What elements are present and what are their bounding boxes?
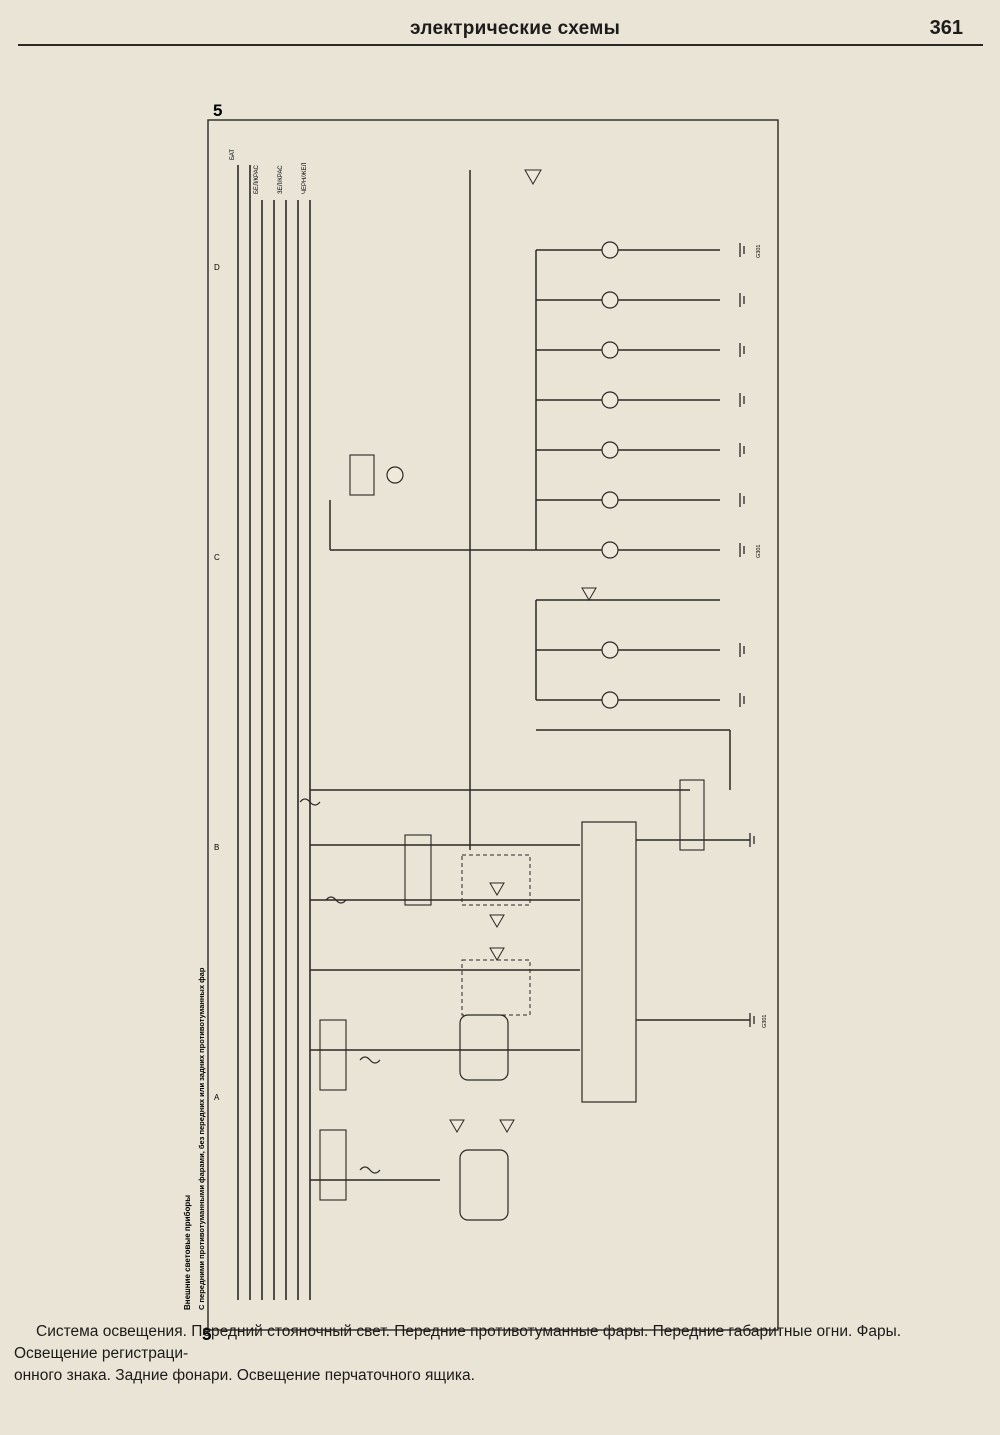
headlight-units [459, 1014, 509, 1221]
zone-label-a: A [214, 1093, 220, 1102]
zone-label-b: B [214, 843, 219, 852]
ground-label: G301 [756, 245, 762, 258]
caption-line-2: онного знака. Задние фонари. Освещение п… [14, 1367, 475, 1384]
inner-title: Внешние световые приборы [183, 1195, 192, 1310]
zone-label-c: C [214, 553, 220, 562]
caption-line-1: Система освещения. Передний стояночный с… [14, 1323, 902, 1362]
wiring-diagram-canvas: 5 5 Внешние световые приборы С передними… [183, 101, 779, 1344]
combination-light-switch [581, 821, 637, 1103]
page-number: 361 [929, 17, 963, 39]
zone-label-d: D [214, 263, 220, 272]
relays [319, 454, 705, 1201]
header-rule [18, 44, 983, 46]
wiring-diagram: 5 5 Внешние световые приборы С передними… [150, 90, 810, 1344]
bus-label-3: ЗЕЛ/КРАС [278, 165, 284, 194]
dashed-modules [461, 854, 531, 1016]
ground-label: G301 [762, 1015, 768, 1028]
bus-label-bat: БАТ [230, 149, 236, 160]
trunk-wires [310, 170, 750, 1181]
bus-label-2: БЕЛ/КРАС [254, 164, 260, 194]
bus-label-4: ЧЕРН/ЖЕЛ [302, 162, 308, 194]
inner-subtitle: С передними противотуманными фарами, без… [197, 967, 206, 1310]
sheet-number-top: 5 [213, 101, 222, 120]
figure-caption: Система освещения. Передний стояночный с… [14, 1321, 974, 1387]
power-buses [237, 165, 311, 1300]
connector-arrows [449, 169, 597, 1133]
lamps [386, 241, 619, 709]
page-header: электрические схемы 361 [18, 8, 983, 48]
ground-label: G301 [756, 545, 762, 558]
diagram-frame [207, 119, 779, 1331]
sheet-number-bottom: 5 [202, 1325, 211, 1340]
ground-symbols [739, 243, 755, 1027]
fuses [299, 798, 381, 1174]
section-title: электрические схемы [410, 18, 621, 39]
